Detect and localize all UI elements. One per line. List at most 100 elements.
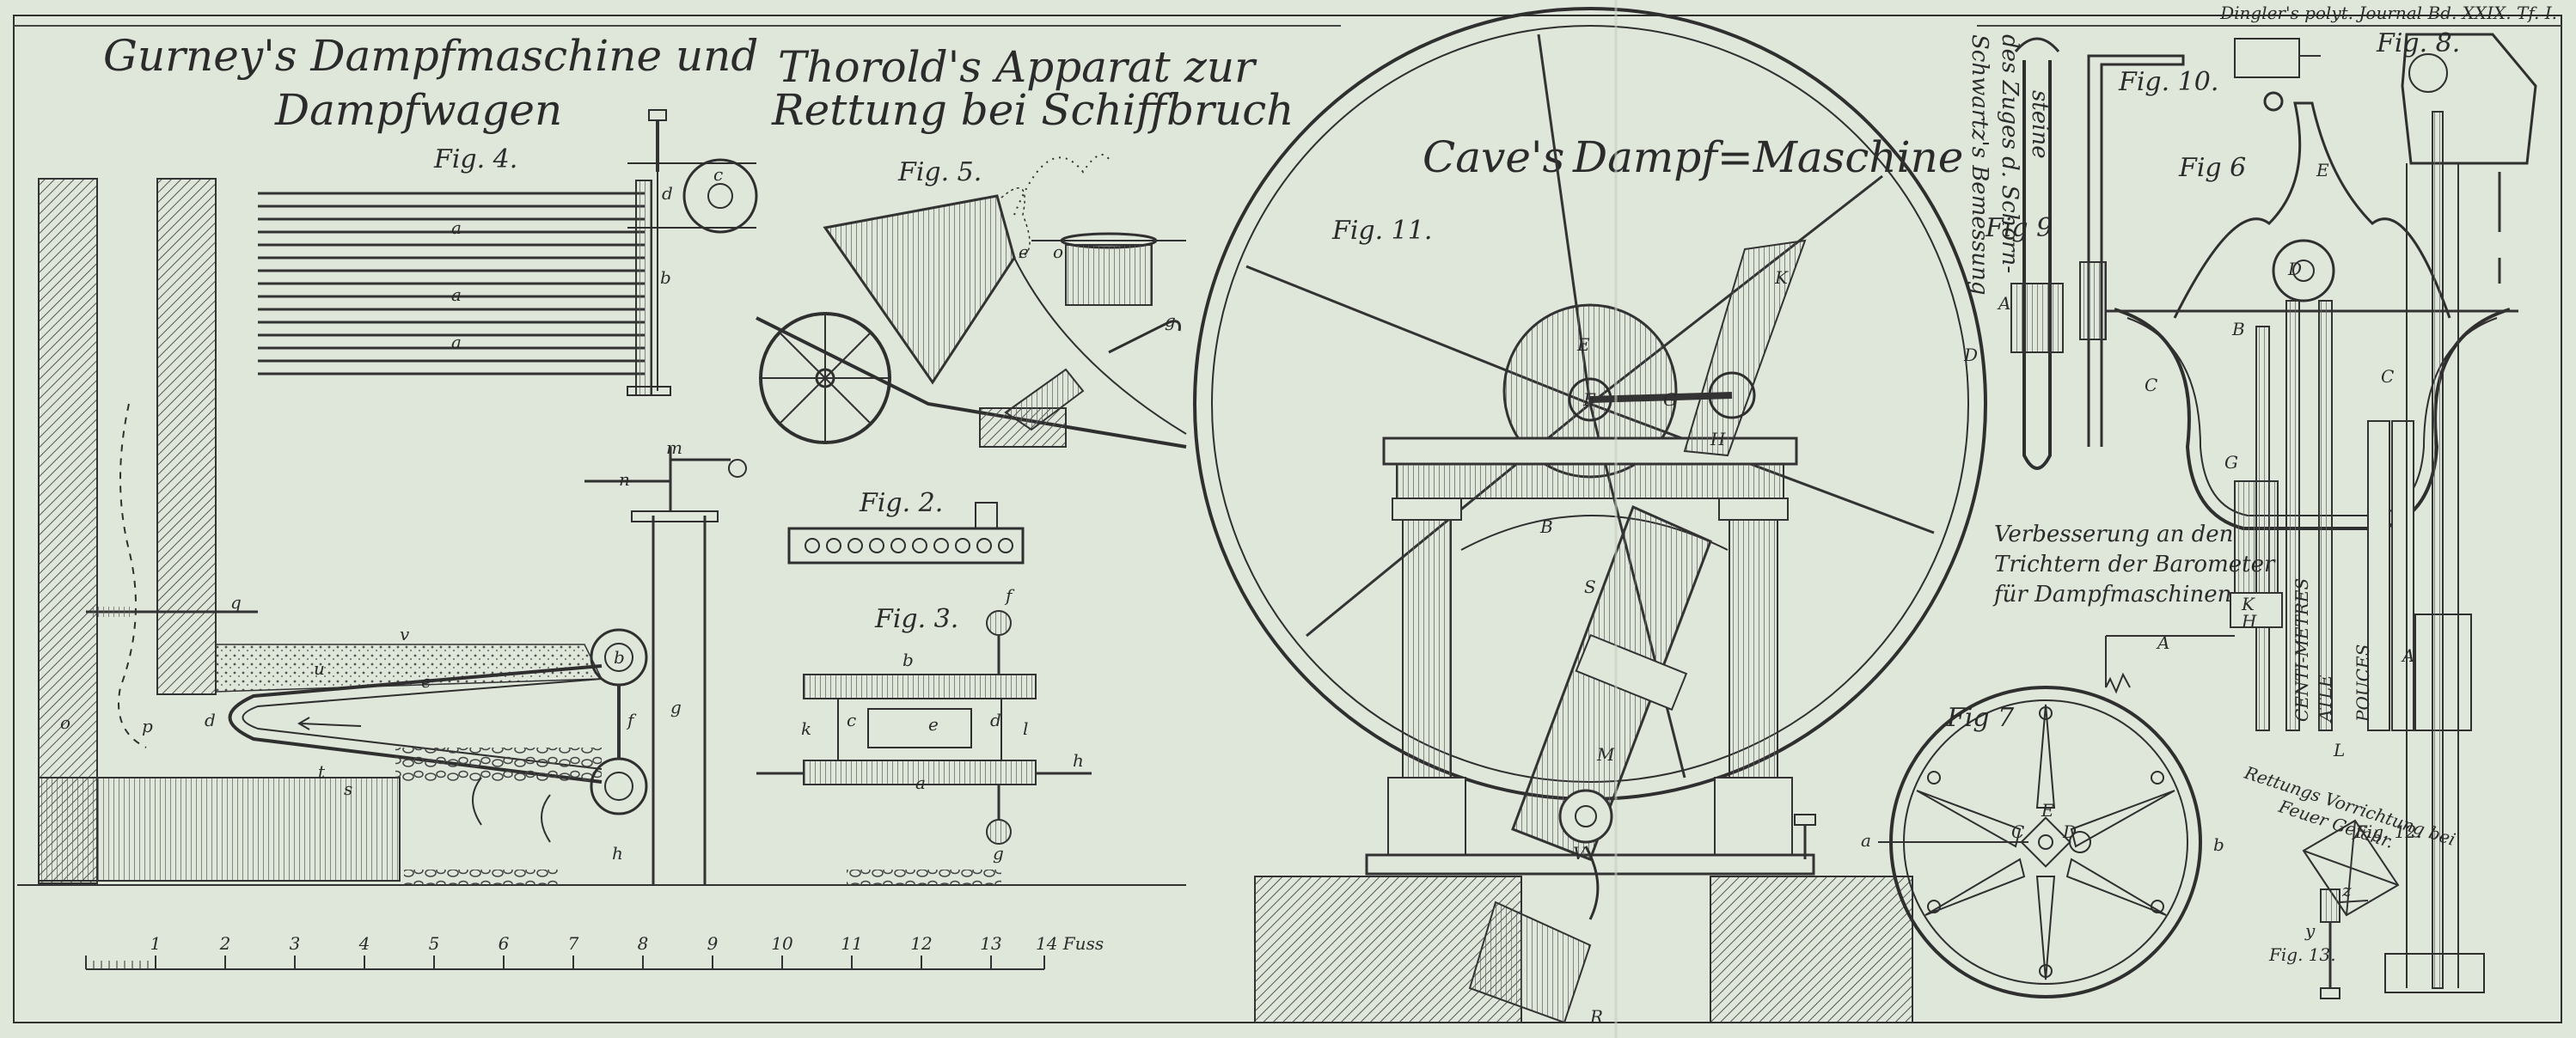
rescue-line-loose <box>1000 187 1031 259</box>
scale-tick-7: 7 <box>568 933 579 954</box>
g4-label-a3: a <box>451 332 462 352</box>
g11-label-M: M <box>1596 744 1615 765</box>
fig6-label: Fig 6 <box>2178 153 2246 183</box>
g1-label-p: p <box>142 716 153 736</box>
g4-label-a2: a <box>451 284 462 305</box>
g6-label-G: G <box>2224 452 2238 473</box>
gauge-spring <box>90 607 133 617</box>
g6-label-A2: A <box>2401 645 2414 666</box>
title-gurney-line1: Gurney's Dampfmaschine und <box>103 31 758 81</box>
air-pump <box>1468 901 1592 1024</box>
g1-label-u: u <box>314 658 325 679</box>
fig9-fig10-gauges <box>2010 37 2185 470</box>
funnel-pulley <box>2272 239 2335 302</box>
valve-weight <box>728 459 747 478</box>
g1-label-q: q <box>230 592 242 613</box>
fig8-column-apparatus <box>2234 33 2537 993</box>
g11-label-K: K <box>1774 267 1789 288</box>
g6-label-L: L <box>2333 740 2345 760</box>
g6-label-C1: C <box>2145 375 2157 395</box>
g11-label-V: V <box>1573 843 1588 864</box>
g11-label-H: H <box>1710 429 1726 449</box>
scale-tick-11: 11 <box>841 933 862 954</box>
chimney-note-line1: Schwartz's Bemessung <box>1967 34 1992 296</box>
scale-tick-3: 3 <box>290 933 301 954</box>
fig13-label: Fig. 13. <box>2268 944 2336 965</box>
g13-label-z: z <box>2341 880 2352 901</box>
boiler-tube-inner <box>242 678 603 770</box>
g6-label-A1: A <box>2156 632 2169 653</box>
foundation-right <box>1710 876 1913 1023</box>
g1-label-h: h <box>612 843 623 864</box>
chimney-note-line2: des Zuges d. Schorn- <box>1997 34 2022 273</box>
fig10-label: Fig. 10. <box>2118 67 2218 97</box>
scale-tick-13: 13 <box>980 933 1001 954</box>
g7-label-a: a <box>1861 830 1871 851</box>
separator-upper-inner <box>604 643 633 672</box>
title-thorold-line2: Rettung bei Schiffbruch <box>771 85 1294 135</box>
g6-label-B: B <box>2231 319 2245 339</box>
furnace-floor <box>38 777 401 882</box>
boiler-tube <box>228 664 603 784</box>
feed-pipe-cap <box>631 510 719 522</box>
title-cave-part2: Dampf=Maschine <box>1572 132 1963 182</box>
barometer-note-line3: für Dampfmaschinen <box>1992 582 2231 608</box>
scale-bar <box>85 956 1045 970</box>
g7-label-b: b <box>2213 834 2224 855</box>
engine-frame-top <box>1382 437 1798 466</box>
fig12-label: Fig. 12. <box>2354 821 2422 842</box>
g6-label-E: E <box>2316 160 2329 180</box>
scale-tick-1: 1 <box>150 933 162 954</box>
smoke-flue-arrows <box>118 403 147 748</box>
mortar-barrel <box>1004 368 1085 431</box>
g5-label-o: o <box>1053 241 1063 262</box>
scale-tick-4: 4 <box>358 933 370 954</box>
title-thorold-line1: Thorold's Apparat zur <box>778 42 1257 92</box>
chimney-wall-right <box>156 178 217 695</box>
valve-lever <box>584 458 731 483</box>
g3-label-g: g <box>993 843 1004 864</box>
g11-label-B: B <box>1539 516 1553 537</box>
fig5-label: Fig. 5. <box>897 157 982 187</box>
funnel-hood <box>2173 101 2451 319</box>
g11-label-R: R <box>1589 1006 1603 1027</box>
g4-label-b: b <box>660 267 671 288</box>
g11-label-S: S <box>1584 577 1596 597</box>
g1-label-t: t <box>318 761 326 782</box>
g6-label-H: H <box>2241 611 2257 632</box>
title-cave-part1: Cave's <box>1423 132 1564 182</box>
fig8-label: Fig. 8. <box>2376 28 2460 58</box>
g6-label-C2: C <box>2381 366 2394 387</box>
fig4-tube-bank <box>258 109 758 396</box>
g1-label-v: v <box>400 624 410 644</box>
fig3-boiler-plan <box>756 610 1092 845</box>
scale-tick-10: 10 <box>771 933 793 954</box>
connecting-rod-frame <box>1683 239 1807 457</box>
g3-label-k: k <box>801 718 811 739</box>
scale-tick-14: 14 Fuss <box>1036 933 1104 954</box>
foundation-left <box>1254 876 1522 1023</box>
g5-label-g: g <box>1165 310 1176 331</box>
g11-label-D: D <box>1963 345 1978 365</box>
fig2-label: Fig. 2. <box>859 488 943 518</box>
g4-label-c: c <box>713 164 723 185</box>
coal-pile-bottom <box>404 870 559 885</box>
scale-tick-12: 12 <box>910 933 932 954</box>
g1-label-o: o <box>60 712 70 733</box>
gurney-boiler-drawing <box>17 178 1186 886</box>
g3-label-b: b <box>903 650 914 670</box>
separator-lower-inner <box>604 772 633 801</box>
g13-label-y: y <box>2304 920 2316 941</box>
g1-label-s: s <box>344 778 352 799</box>
g1-label-m: m <box>666 437 682 458</box>
flow-arrow-left <box>297 717 362 730</box>
g6-label-K: K <box>2241 594 2255 614</box>
fig8-hood <box>2401 33 2537 165</box>
g5-label-e: e <box>1019 241 1029 262</box>
g3-label-l: l <box>1023 718 1028 739</box>
engine-column-left <box>1392 498 1462 521</box>
engine-column-right <box>1718 498 1789 521</box>
fig4-label: Fig. 4. <box>433 144 517 174</box>
cylinder-trunnion <box>1558 789 1613 844</box>
